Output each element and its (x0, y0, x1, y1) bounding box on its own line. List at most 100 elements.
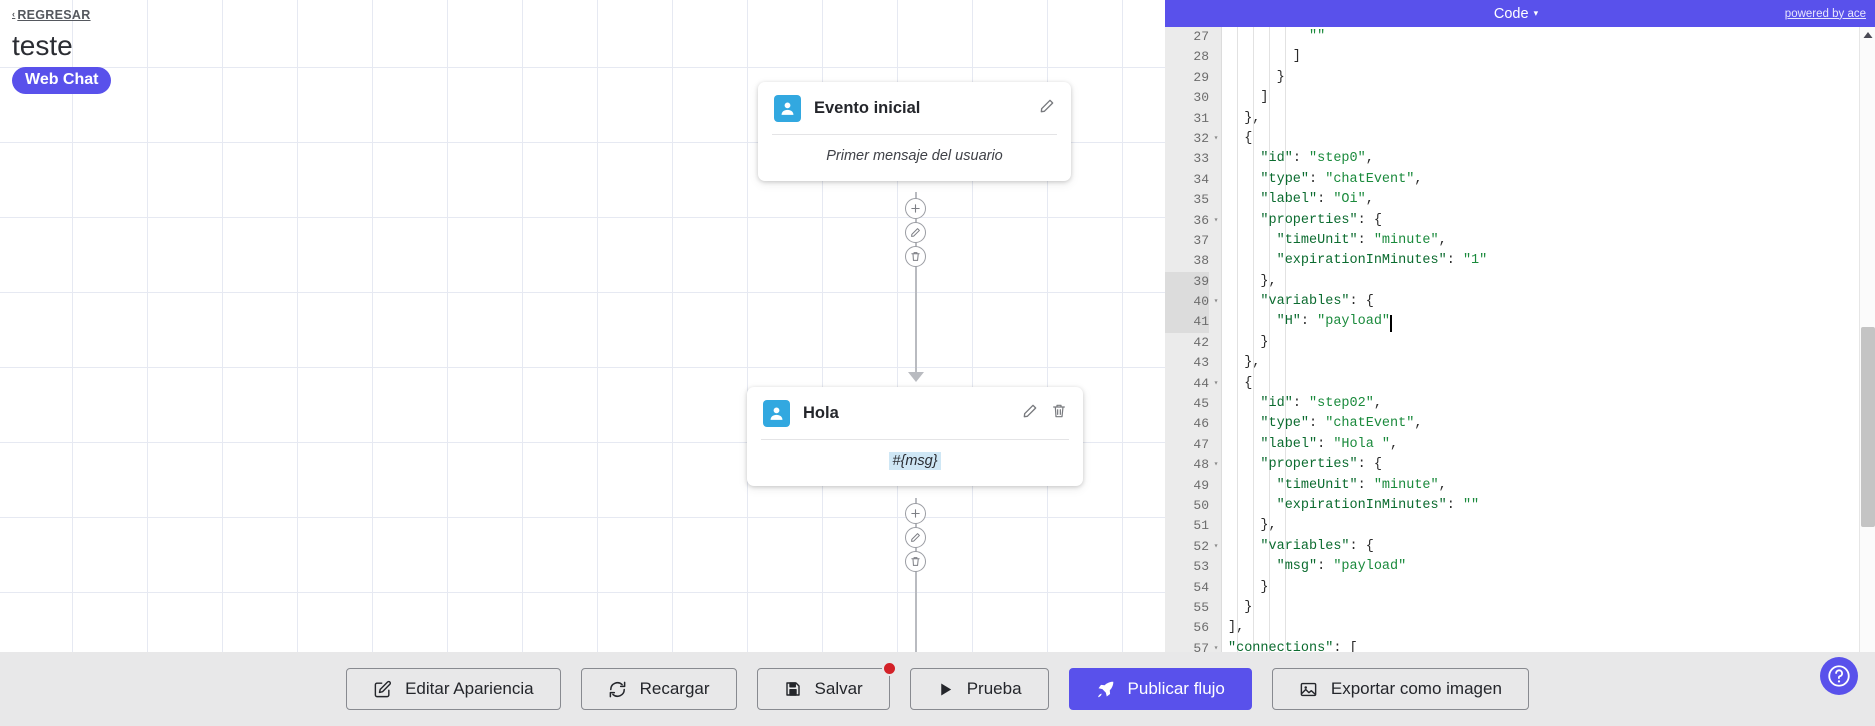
line-number: 43 (1193, 355, 1209, 371)
publicar-flujo-button[interactable]: Publicar flujo (1068, 668, 1252, 710)
line-number: 57 (1193, 640, 1209, 652)
page-title: teste (12, 30, 73, 61)
code-line[interactable]: 55 } (1165, 598, 1875, 618)
flow-canvas[interactable]: ‹REGRESAR teste Web Chat Evento inicial (0, 0, 1165, 652)
edit-icon[interactable] (1022, 403, 1038, 424)
fold-toggle-icon[interactable]: ▾ (1213, 133, 1219, 143)
code-text: "expirationInMinutes": "1" (1276, 253, 1488, 269)
flow-node-hola[interactable]: Hola #{msg} (747, 387, 1083, 486)
code-text: }, (1228, 110, 1261, 126)
code-line[interactable]: 27 "" (1165, 27, 1875, 47)
trash-icon[interactable] (905, 551, 926, 572)
fold-toggle-icon[interactable]: ▾ (1213, 460, 1219, 470)
code-line[interactable]: 54 } (1165, 578, 1875, 598)
trash-icon[interactable] (1051, 403, 1067, 424)
code-text: { (1228, 130, 1253, 146)
node-header: Hola (747, 387, 1083, 439)
powered-by-link[interactable]: powered by ace (1784, 7, 1866, 20)
node-actions (1039, 98, 1055, 119)
line-number: 42 (1193, 334, 1209, 350)
code-line[interactable]: 57 ▾ "connections": [ (1165, 639, 1875, 652)
line-number: 48 (1193, 457, 1209, 473)
editor-scrollbar[interactable] (1859, 27, 1875, 652)
editar-apariencia-button[interactable]: Editar Apariencia (346, 668, 561, 710)
line-number: 31 (1193, 110, 1209, 126)
code-text: ], (1228, 620, 1245, 636)
chevron-down-icon: ▾ (1533, 8, 1539, 18)
code-line[interactable]: 30 ] (1165, 88, 1875, 108)
pencil-icon[interactable] (905, 222, 926, 243)
save-icon (784, 680, 802, 698)
code-line[interactable]: 40▾ "variables": { (1165, 292, 1875, 313)
plus-icon[interactable] (905, 503, 926, 524)
code-line[interactable]: 44▾ { (1165, 374, 1875, 394)
help-button[interactable] (1820, 657, 1858, 695)
fold-toggle-icon[interactable]: ▾ (1213, 215, 1219, 225)
back-link-label: REGRESAR (17, 7, 91, 22)
code-line[interactable]: 46 "type": "chatEvent", (1165, 414, 1875, 434)
fold-toggle-icon[interactable]: ▾ (1213, 541, 1219, 551)
node-divider (772, 134, 1057, 135)
salvar-button[interactable]: Salvar (756, 661, 897, 710)
editor-gutter[interactable] (1165, 27, 1222, 652)
code-text: }, (1228, 518, 1277, 534)
code-line[interactable]: 50 "expirationInMinutes": "" (1165, 496, 1875, 516)
code-panel: Code ▾ powered by ace 27 ""28 ]29 }30 ]3… (1165, 0, 1875, 652)
code-line[interactable]: 28 ] (1165, 47, 1875, 67)
button-label: Salvar (814, 679, 863, 698)
fold-toggle-icon[interactable]: ▾ (1213, 378, 1219, 388)
code-line[interactable]: 32 ▾ { (1165, 129, 1875, 149)
code-lines[interactable]: 27 ""28 ]29 }30 ]31 },32▾ {33 "id": "ste… (1165, 27, 1875, 652)
code-line[interactable]: 34 "type": "chatEvent", (1165, 170, 1875, 190)
edit-icon[interactable] (1039, 98, 1055, 119)
code-text: "connections": [ (1228, 640, 1358, 652)
pencil-icon[interactable] (905, 527, 926, 548)
code-line[interactable]: 41 "H": "payload" (1165, 312, 1875, 333)
code-line[interactable]: 39 }, (1165, 271, 1875, 293)
code-line[interactable]: 31 }, (1165, 109, 1875, 129)
code-line[interactable]: 42 } (1165, 333, 1875, 353)
code-line[interactable]: 43 }, (1165, 353, 1875, 373)
code-line[interactable]: 36▾ "properties": { (1165, 211, 1875, 231)
line-number: 30 (1193, 90, 1209, 106)
scroll-up-arrow-icon[interactable] (1860, 27, 1875, 43)
line-number: 35 (1193, 192, 1209, 208)
node-divider (761, 439, 1069, 440)
code-line[interactable]: 33 "id": "step0", (1165, 149, 1875, 169)
code-text: } (1228, 69, 1285, 85)
button-label: Recargar (639, 679, 710, 698)
code-line[interactable]: 52▾ "variables": { (1165, 537, 1875, 557)
recargar-button[interactable]: Recargar (580, 668, 737, 710)
code-line[interactable]: 56], (1165, 618, 1875, 638)
line-number: 32 (1193, 130, 1209, 146)
channel-badge: Web Chat (12, 67, 112, 95)
code-line[interactable]: 45 "id": "step02", (1165, 394, 1875, 414)
trash-icon[interactable] (905, 246, 926, 267)
flow-node-evento-inicial[interactable]: Evento inicial Primer mensaje del usuari… (758, 82, 1071, 181)
button-label: Editar Apariencia (405, 679, 534, 698)
code-line[interactable]: 49 "timeUnit": "minute", (1165, 476, 1875, 496)
code-line[interactable]: 48▾ "properties": { (1165, 455, 1875, 475)
code-line[interactable]: 47 "label": "Hola ", (1165, 435, 1875, 455)
fold-toggle-icon[interactable]: ▾ (1213, 643, 1219, 652)
code-editor[interactable]: 27 ""28 ]29 }30 ]31 },32▾ {33 "id": "ste… (1165, 27, 1875, 652)
code-line[interactable]: 29 } (1165, 68, 1875, 88)
node-body: #{msg} (747, 440, 1083, 486)
exportar-como-imagen-button[interactable]: Exportar como imagen (1271, 668, 1529, 710)
code-line[interactable]: 53 "msg": "payload" (1165, 557, 1875, 577)
code-text: "variables": { (1260, 294, 1374, 310)
code-line[interactable]: 38 "expirationInMinutes": "1" (1165, 251, 1875, 271)
plus-icon[interactable] (905, 198, 926, 219)
refresh-icon (608, 680, 627, 699)
line-number: 33 (1193, 151, 1209, 167)
code-line[interactable]: 35 "label": "Oi", (1165, 190, 1875, 210)
play-icon (937, 681, 954, 698)
scrollbar-thumb[interactable] (1861, 327, 1875, 527)
node-body: Primer mensaje del usuario (826, 148, 1003, 164)
code-panel-title-dropdown[interactable]: Code ▾ (1494, 6, 1538, 22)
code-line[interactable]: 51 }, (1165, 516, 1875, 536)
fold-toggle-icon[interactable]: ▾ (1213, 297, 1219, 307)
code-line[interactable]: 37 "timeUnit": "minute", (1165, 231, 1875, 251)
back-link[interactable]: ‹REGRESAR (12, 8, 91, 22)
prueba-button[interactable]: Prueba (909, 668, 1049, 710)
